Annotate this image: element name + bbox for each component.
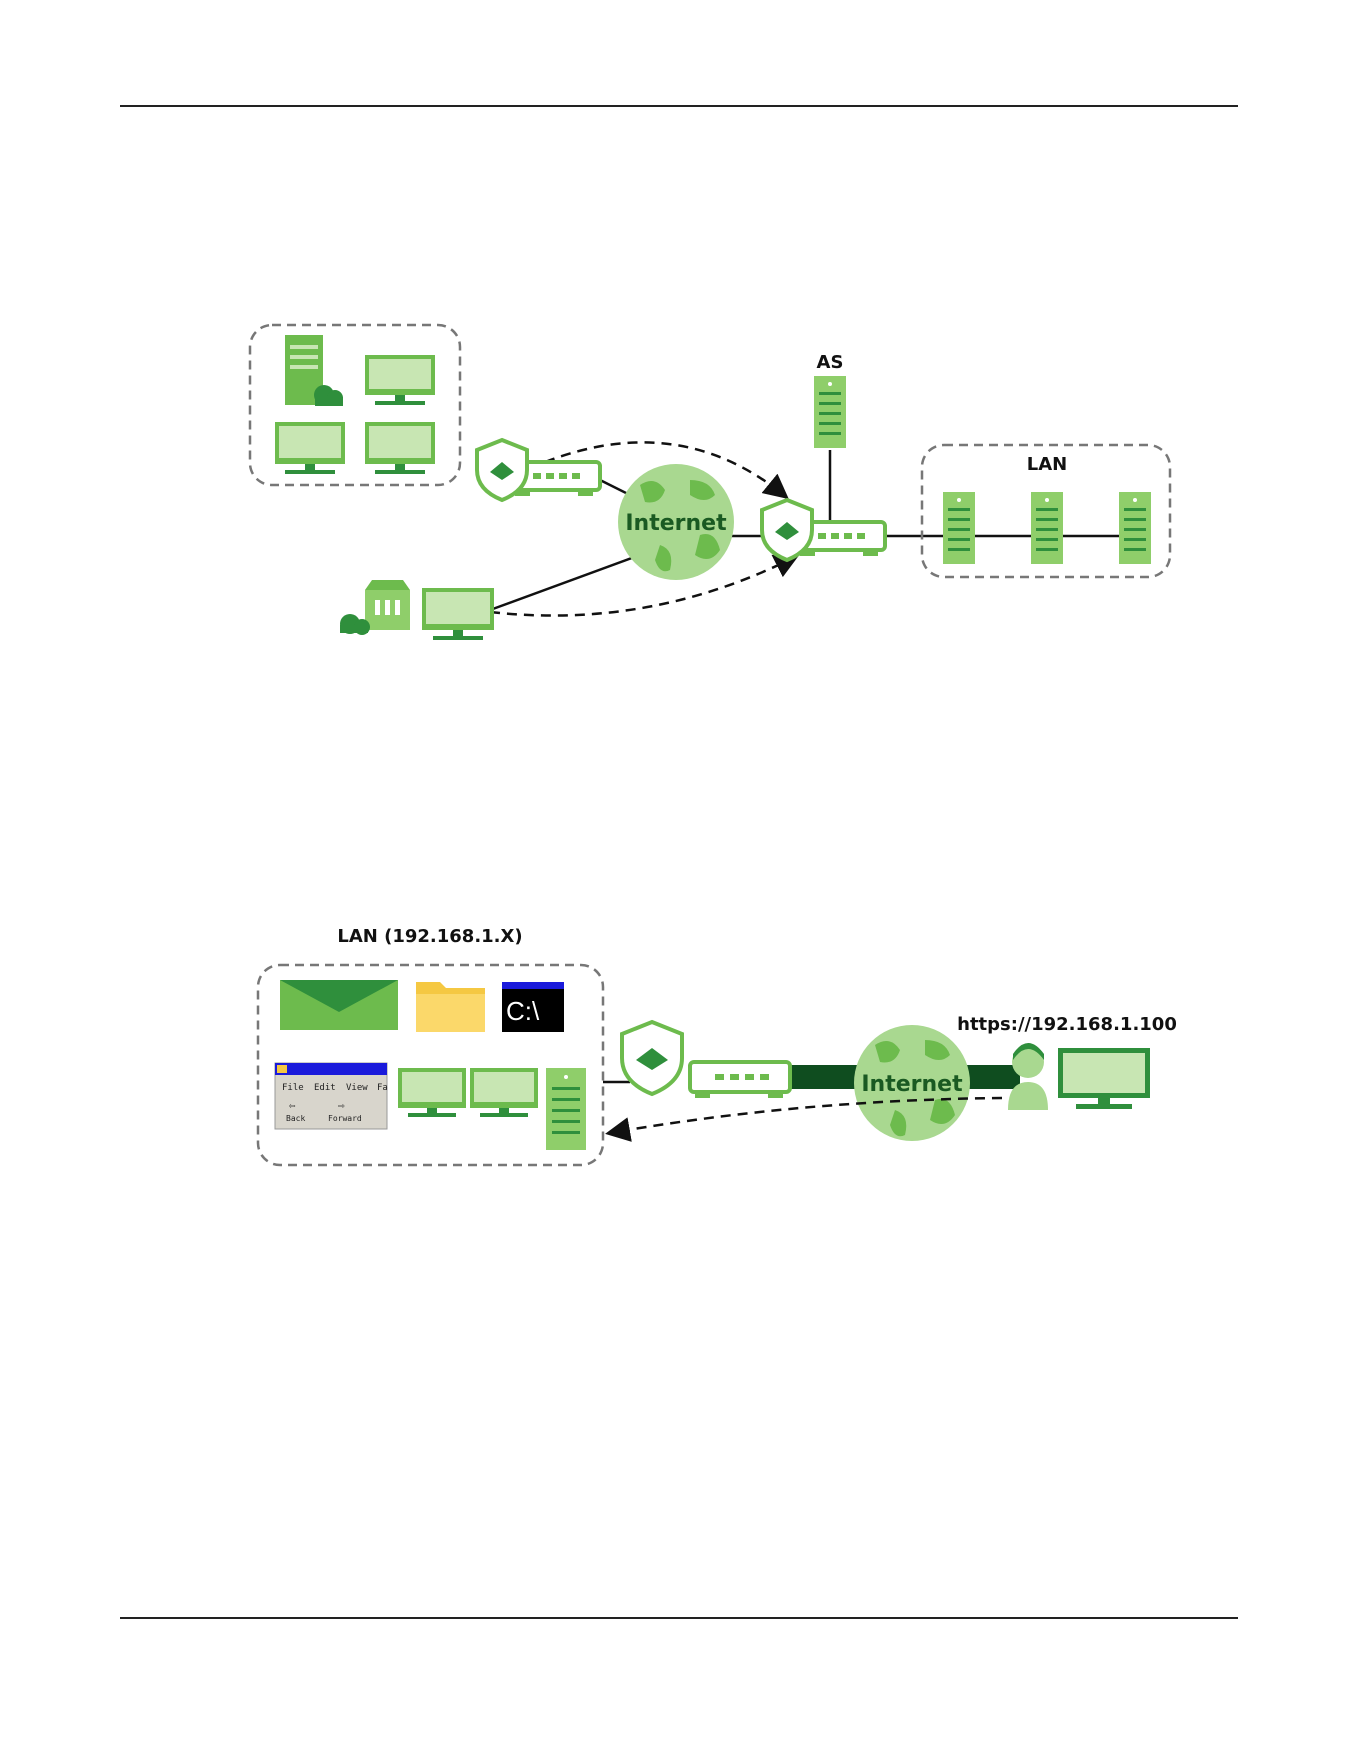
footer-rule [120,1617,1238,1619]
as-label: AS [817,352,844,373]
server-icon [1119,492,1151,564]
folder-icon [416,982,485,1032]
server-cloud-icon [285,335,343,406]
menu-favorites: Fa [377,1083,388,1093]
firewall-device-icon [622,1022,790,1098]
diagram-site-to-site: Internet AS LAN [0,300,1361,660]
email-icon [280,980,398,1030]
menu-file: File [282,1083,304,1093]
authentication-server-icon [814,376,846,448]
explorer-window-icon: File Edit View Fa ⇦ ⇨ Back Forward [275,1063,388,1129]
forward-arrow-icon: ⇨ [338,1099,345,1112]
terminal-icon: C:\ [502,982,564,1032]
internet-globe-icon: Internet [618,464,734,580]
terminal-prompt: C:\ [506,996,540,1026]
server-icon [943,492,975,564]
back-label: Back [286,1114,305,1123]
monitor-icon [398,1068,466,1117]
forward-label: Forward [328,1114,362,1123]
back-arrow-icon: ⇦ [289,1099,296,1112]
branch-office-icon [340,580,410,635]
internet-label: Internet [861,1072,963,1097]
url-label: https://192.168.1.100 [957,1014,1177,1035]
lan-subnet-label: LAN (192.168.1.X) [337,926,522,947]
monitor-icon [470,1068,538,1117]
header-rule [120,105,1238,107]
monitor-icon [275,422,345,474]
server-icon [546,1068,586,1150]
menu-edit: Edit [314,1083,336,1093]
monitor-icon [422,588,494,640]
firewall-device-icon [477,440,600,500]
internet-label: Internet [625,511,727,536]
menu-view: View [346,1083,368,1093]
lan-label: LAN [1027,454,1067,475]
monitor-icon [1058,1048,1150,1109]
server-icon [1031,492,1063,564]
internet-globe-icon: Internet [854,1025,970,1141]
monitor-icon [365,355,435,405]
monitor-icon [365,422,435,474]
firewall-device-icon [762,500,885,560]
diagram-remote-access: LAN (192.168.1.X) C:\ File Edit View Fa … [0,920,1361,1200]
